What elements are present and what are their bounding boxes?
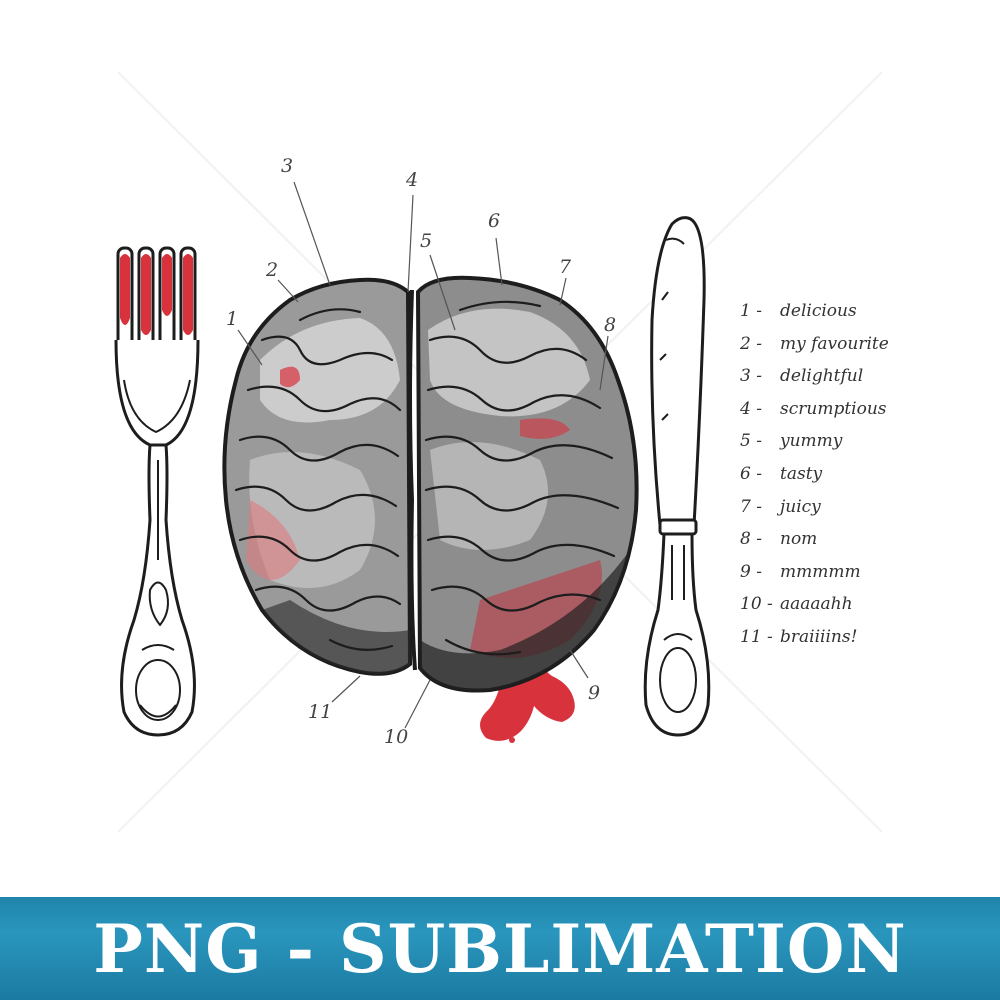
legend-item-number: 10 -: [740, 594, 773, 615]
legend-item-number: 3 -: [740, 366, 762, 387]
callout-6: 6: [488, 210, 501, 232]
banner-text: PNG - SUBLIMATION: [93, 909, 907, 988]
callout-11: 11: [308, 701, 333, 723]
leader-lines: [237, 181, 609, 729]
legend-item: 3 - delightful: [740, 363, 889, 396]
legend-item-number: 5 -: [740, 431, 762, 452]
legend-item-text: my favourite: [780, 333, 889, 354]
legend-item: 2 - my favourite: [740, 331, 889, 364]
legend-item: 11 - braiiiins!: [740, 624, 889, 657]
legend-item: 5 - yummy: [740, 428, 889, 461]
legend-item-text: delightful: [780, 366, 864, 387]
legend-item: 8 - nom: [740, 526, 889, 559]
legend-item-number: 2 -: [740, 333, 762, 354]
legend-item-number: 8 -: [740, 529, 762, 550]
legend-item-number: 9 -: [740, 561, 762, 582]
legend-item-number: 4 -: [740, 398, 762, 419]
callout-5: 5: [420, 230, 433, 252]
legend-item-text: yummy: [780, 431, 843, 452]
callout-3: 3: [281, 155, 294, 177]
legend-item-text: nom: [780, 529, 818, 550]
legend-list: 1 - delicious 2 - my favourite 3 - delightf…: [740, 298, 889, 657]
legend-item-text: braiiiins!: [780, 626, 858, 647]
brain-illustration: [222, 275, 639, 743]
legend-item-text: aaaaahh: [780, 594, 853, 615]
legend-item: 9 - mmmmm: [740, 559, 889, 592]
legend-item-text: juicy: [780, 496, 821, 517]
legend-item: 4 - scrumptious: [740, 396, 889, 429]
legend-item-number: 7 -: [740, 496, 762, 517]
callout-2: 2: [266, 259, 279, 281]
illustration: [114, 71, 883, 833]
callout-9: 9: [588, 682, 601, 704]
knife-icon: [643, 216, 711, 737]
callout-8: 8: [604, 314, 617, 336]
legend-item-text: delicious: [780, 301, 857, 321]
callout-4: 4: [406, 169, 419, 191]
legend-item: 10 - aaaaahh: [740, 591, 889, 624]
legend-item-text: scrumptious: [780, 398, 887, 419]
legend-item: 7 - juicy: [740, 494, 889, 527]
legend-item-text: tasty: [780, 463, 823, 484]
legend-item: 6 - tasty: [740, 461, 889, 494]
legend-item: 1 - delicious: [740, 298, 889, 331]
legend-item-number: 1 -: [740, 301, 762, 321]
callout-7: 7: [559, 256, 572, 278]
callout-10: 10: [384, 726, 409, 748]
format-banner: PNG - SUBLIMATION: [0, 897, 1000, 1000]
legend-item-number: 6 -: [740, 463, 762, 484]
legend-item-text: mmmmm: [780, 561, 861, 582]
fork-icon: [114, 246, 200, 737]
callout-1: 1: [226, 308, 239, 330]
legend-item-number: 11 -: [740, 626, 773, 647]
